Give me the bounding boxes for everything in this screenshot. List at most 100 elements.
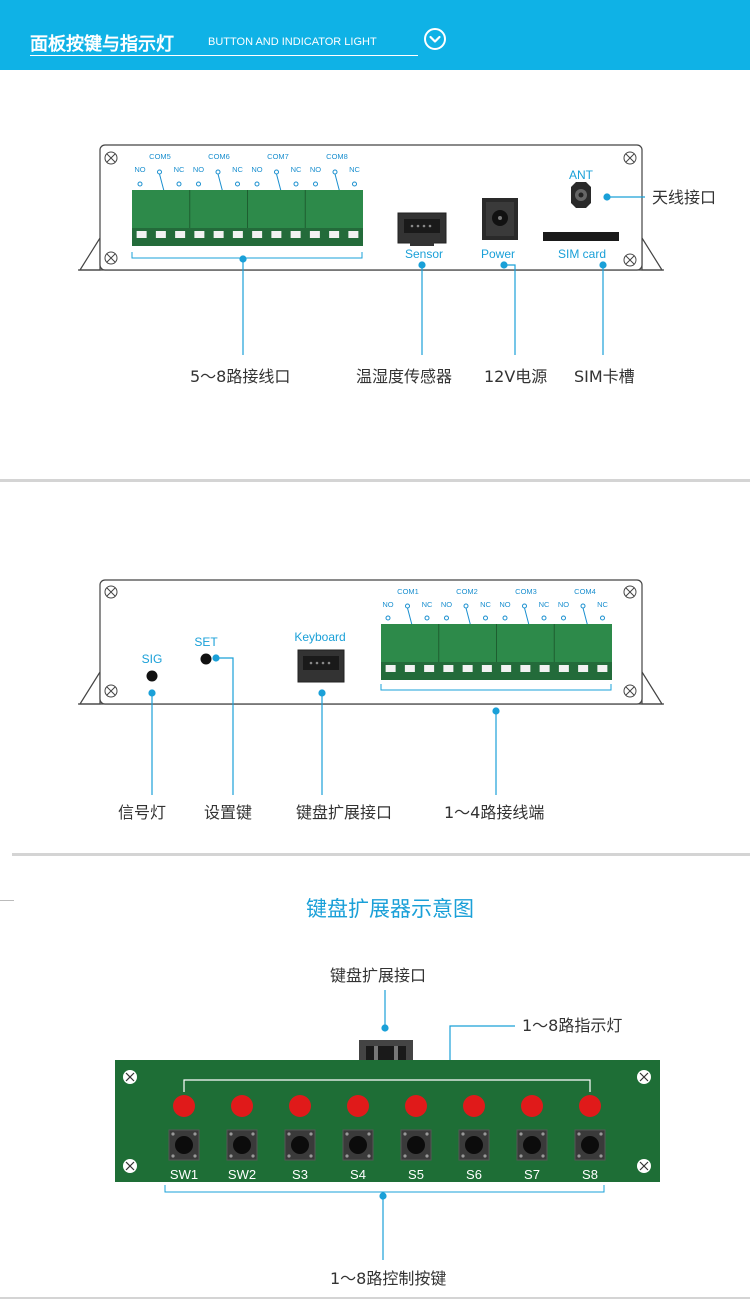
screw-icon [637,1070,651,1084]
set-button[interactable] [200,653,212,665]
sig-label: SIG [142,652,163,666]
pin-dot [541,615,547,621]
kb-button-pin [193,1154,197,1158]
indicator-led [173,1095,195,1117]
sensor-port [397,212,447,246]
kb-button-pin [171,1154,175,1158]
short-rule [0,900,14,901]
sim-slot [543,232,619,241]
screw-icon [104,151,118,165]
pin-lead [465,607,472,628]
screw-icon [104,585,118,599]
pin-label: NC [174,165,185,174]
sensor-label: Sensor [405,247,443,261]
terminal-screw [348,231,359,238]
pin-dot [254,181,260,187]
kb-button-pin [425,1154,429,1158]
power-jack [482,198,518,240]
kb-button-cap[interactable] [291,1136,309,1154]
pin-dot [483,615,488,621]
kb-button-pin [309,1154,313,1158]
pin-dot [332,169,338,175]
pin-label: NO [251,165,262,174]
header-underline [30,55,418,56]
pin-label: NC [349,165,360,174]
screw-icon [623,684,637,698]
callout-kb-buttons: 1～8路控制按键 [330,1269,446,1288]
pin-label: NO [441,600,452,609]
pin-dot [196,181,201,187]
kb-button-pin [403,1154,407,1158]
callout-terminals-1-4: 1～4路接线端 [444,803,544,822]
led-row [173,1095,601,1117]
pin-dot [293,181,299,187]
com-label: COM6 [208,152,230,161]
callout-power: 12V电源 [484,367,547,386]
pin-lead [276,173,282,194]
com-label: COM5 [149,152,171,161]
terminal-screw [520,665,531,672]
terminal-screw [443,665,454,672]
kb-button-pin [403,1132,407,1136]
callout-set: 设置键 [204,803,252,822]
pin-label: NO [382,600,393,609]
terminal-screw [309,231,320,238]
kb-button-label: S4 [350,1167,366,1182]
kb-button-pin [577,1132,581,1136]
pin-lead [334,173,341,194]
pin-label: NC [422,600,433,609]
terminal-screw [155,231,166,238]
kb-button-pin [599,1132,603,1136]
kb-button-cap[interactable] [175,1136,193,1154]
ant-label: ANT [569,168,594,182]
terminal-screw [597,665,608,672]
power-label: Power [481,247,515,261]
callout-antenna: 天线接口 [652,188,716,207]
pin-dot [313,181,318,187]
pin-label: NO [134,165,145,174]
section-divider-2 [12,853,750,856]
terminal-screw [194,231,205,238]
terminal-screw [385,665,396,672]
pin-dot [463,603,469,609]
chevron-down-icon[interactable] [424,28,446,50]
indicator-led [463,1095,485,1117]
kb-button-pin [367,1132,371,1136]
terminal-screw [232,231,243,238]
kb-button-label: SW2 [228,1167,256,1182]
pcb-board [115,1060,660,1182]
kb-button-cap[interactable] [465,1136,483,1154]
kb-button-cap[interactable] [233,1136,251,1154]
kb-button-pin [461,1132,465,1136]
pin-dot [157,169,162,175]
kb-button-pin [193,1132,197,1136]
terminal-screw [136,231,147,238]
com-labels: COM1 COM2 COM3 COM4 [397,587,596,596]
kb-button-pin [519,1154,523,1158]
pin-label: NC [291,165,302,174]
indicator-led [521,1095,543,1117]
screw-icon [104,251,118,265]
com-label: COM1 [397,587,419,596]
kb-button-cap[interactable] [349,1136,367,1154]
pin-lead [407,607,413,628]
kb-button-label: S7 [524,1167,540,1182]
pin-dot [600,615,605,621]
indicator-led [579,1095,601,1117]
kb-button-cap[interactable] [523,1136,541,1154]
button-labels: SW1 SW2 S3 S4 S5 S6 S7 S8 [170,1167,598,1182]
kb-button-cap[interactable] [407,1136,425,1154]
pin-dot [137,181,143,187]
terminal-screw [290,231,301,238]
kb-button-label: S3 [292,1167,308,1182]
callout-lines-2 [148,654,500,795]
pin-dot [385,615,391,621]
kb-button-pin [519,1132,523,1136]
pin-dot [352,181,357,187]
terminal-screw [175,231,186,238]
screw-icon [123,1159,137,1173]
terminal-screw [462,665,473,672]
kb-button-cap[interactable] [581,1136,599,1154]
pin-label: NC [480,600,491,609]
pin-dot [502,615,508,621]
